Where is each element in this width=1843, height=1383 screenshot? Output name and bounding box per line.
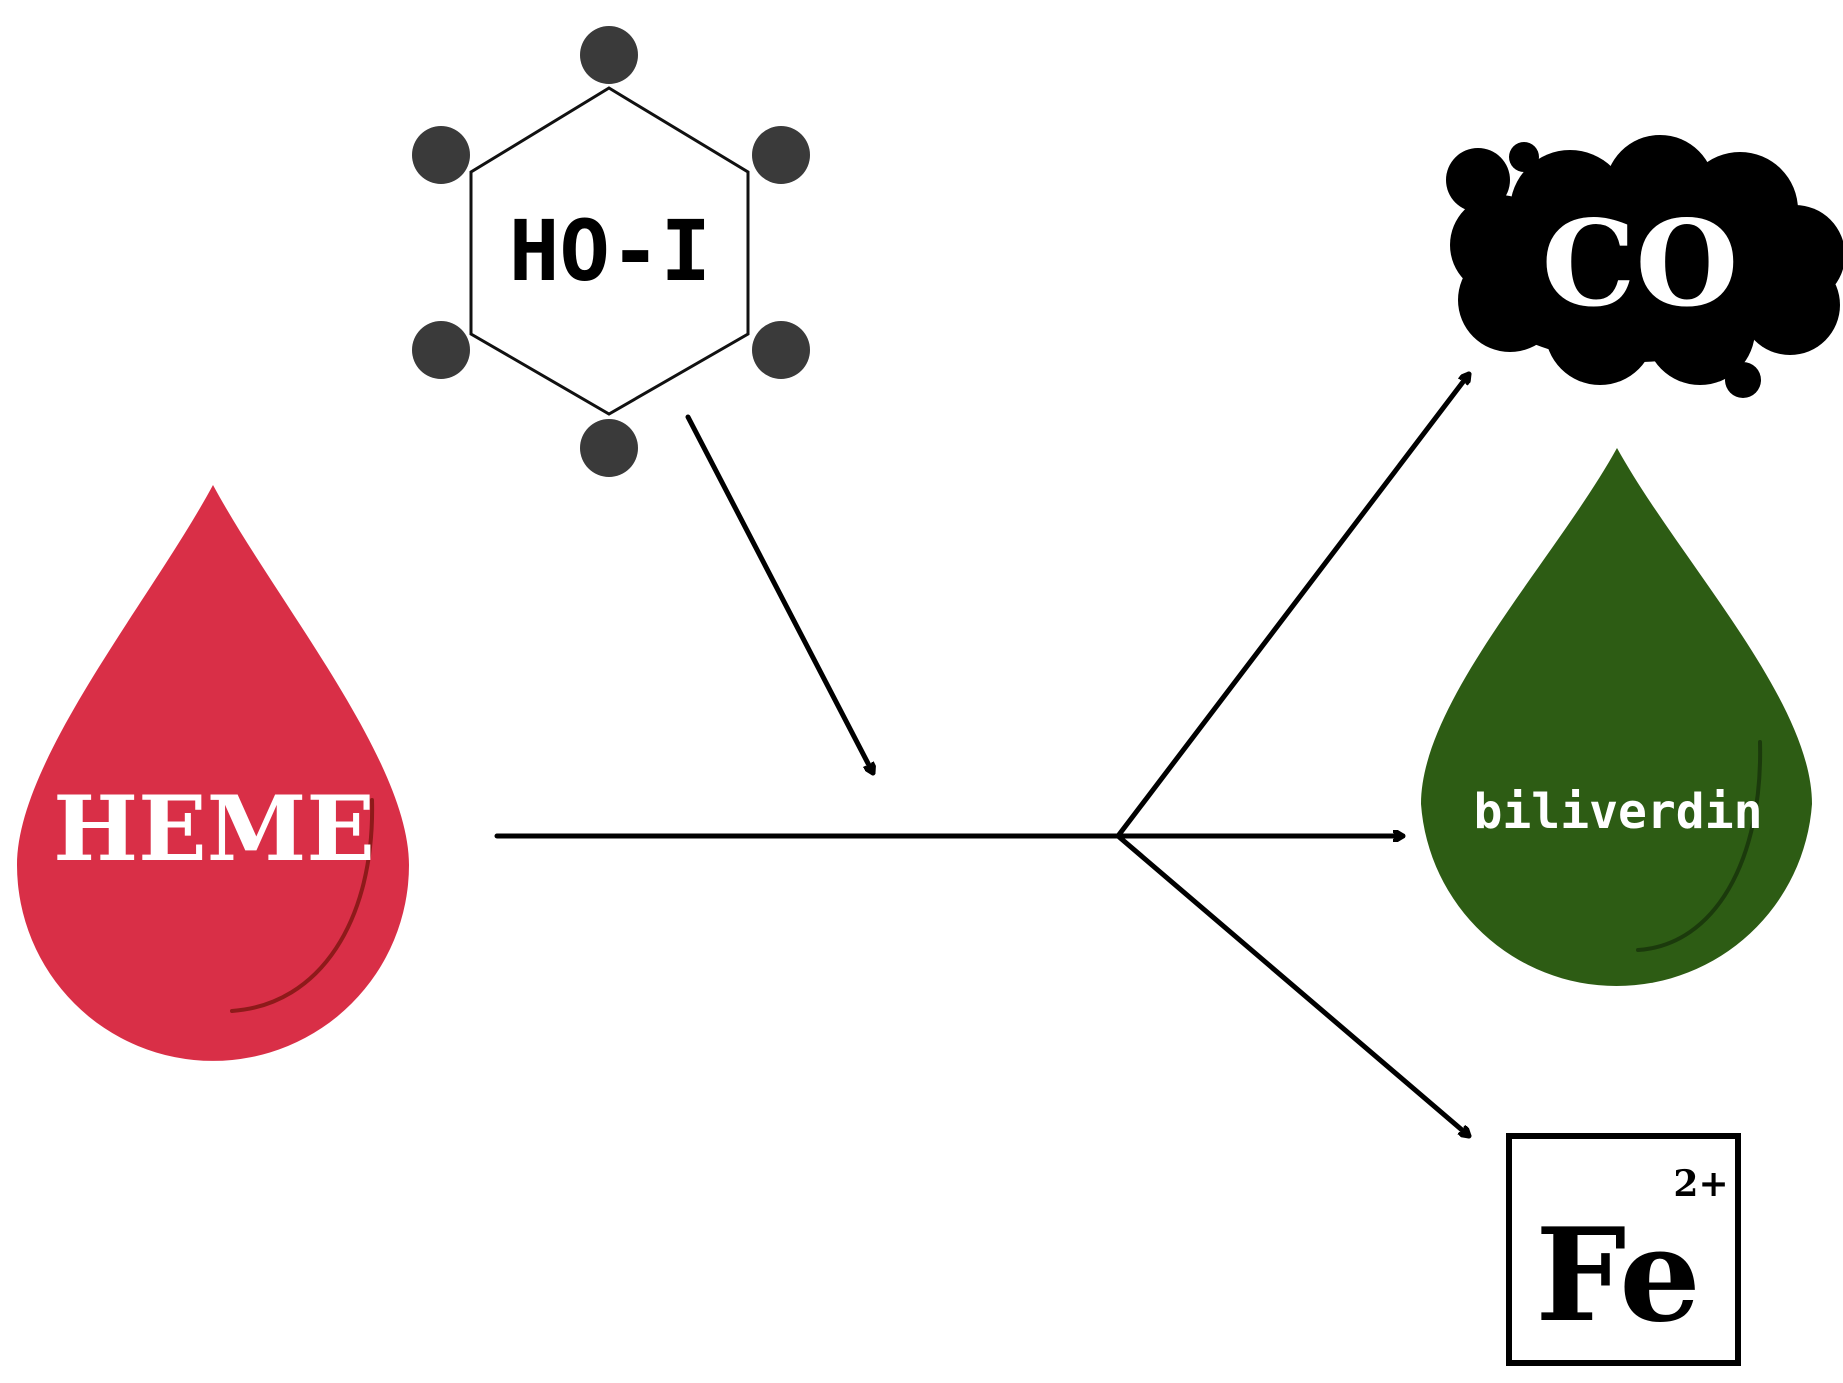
enzyme-arrow <box>685 414 873 776</box>
heme-drop: HEME <box>17 485 409 1061</box>
biliverdin-drop: biliverdin <box>1421 448 1812 987</box>
co-cloud: CO <box>1446 135 1843 398</box>
biliverdin-drop-shape <box>1421 448 1812 987</box>
co-label: CO <box>1542 194 1739 333</box>
iron-symbol: Fe <box>1535 1201 1700 1351</box>
atom-icon <box>580 419 638 477</box>
biliverdin-drop-highlight <box>1636 740 1763 952</box>
cloud-puff <box>1725 362 1761 398</box>
heme-label: HEME <box>53 776 375 882</box>
co-arrow <box>1115 371 1472 839</box>
biliverdin-label: biliverdin <box>1474 784 1763 840</box>
reaction-arrows <box>494 371 1472 1139</box>
heme-drop-highlight <box>230 798 375 1013</box>
iron-tile-border <box>1506 1133 1741 1366</box>
hexagon-ring <box>469 86 750 416</box>
cloud-puff <box>1509 142 1539 172</box>
iron-arrow <box>1115 833 1472 1139</box>
atom-icon <box>580 26 638 84</box>
ho-i-enzyme: HO-I <box>412 26 810 477</box>
atom-icon <box>752 321 810 379</box>
atom-icon <box>412 321 470 379</box>
atom-icon <box>412 126 470 184</box>
iron-tile: Fe 2+ <box>1506 1133 1741 1366</box>
cloud-shape <box>1450 135 1843 385</box>
iron-charge: 2+ <box>1673 1163 1728 1205</box>
atom-icon <box>752 126 810 184</box>
enzyme-label: HO-I <box>509 202 711 300</box>
heme-drop-shape <box>17 485 409 1061</box>
cloud-puff <box>1446 148 1510 212</box>
